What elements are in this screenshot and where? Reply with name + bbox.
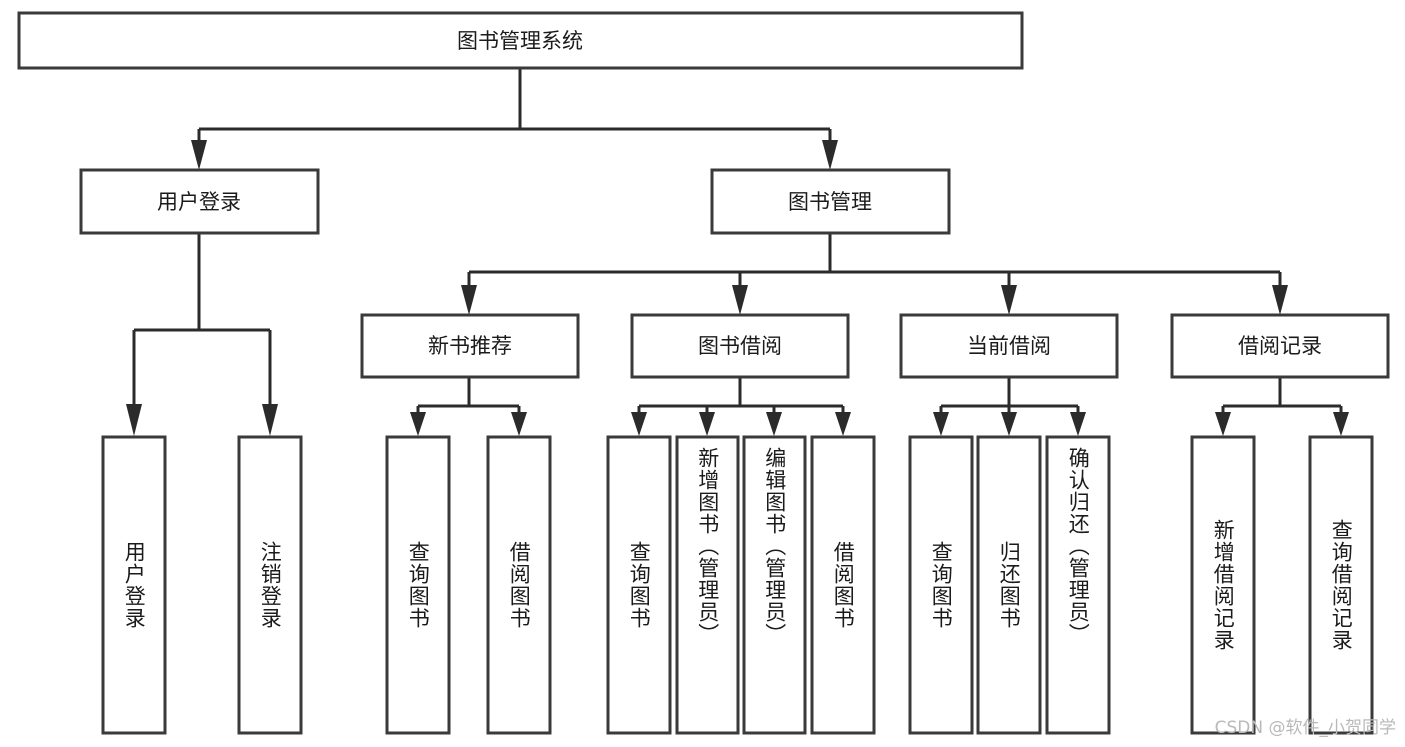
- leaf-current-borrow-2-box[interactable]: [976, 435, 1042, 735]
- leaf-book-borrow-4-box[interactable]: [810, 435, 876, 735]
- leaf-current-borrow-1-box[interactable]: [908, 435, 974, 735]
- node-root-label: 图书管理系统: [457, 29, 583, 53]
- arrow-bookborrow-leaf-1: [631, 412, 647, 436]
- arrow-currentborrow-leaf-1: [933, 412, 949, 436]
- arrow-bookborrow-leaf-4: [835, 412, 851, 436]
- leaf-user-login-2-box[interactable]: [237, 435, 303, 735]
- leaf-user-login-1-box[interactable]: [101, 435, 167, 735]
- node-borrow-record-label: 借阅记录: [1238, 334, 1322, 358]
- node-root-box[interactable]: [17, 11, 1024, 70]
- node-book-manage-box[interactable]: [710, 168, 951, 235]
- watermark-label: CSDN @软件_小贺同学: [1215, 718, 1396, 738]
- arrow-bookborrow-leaf-2: [699, 412, 715, 436]
- arrow-to-current-borrow: [1001, 285, 1017, 315]
- arrow-to-user-login: [191, 140, 207, 170]
- arrow-newbook-leaf-2: [511, 412, 527, 436]
- node-book-borrow-box[interactable]: [630, 313, 850, 379]
- node-current-borrow-label: 当前借阅: [967, 334, 1051, 358]
- arrow-to-borrow-record: [1272, 285, 1288, 315]
- leaf-new-book-1-box[interactable]: [385, 435, 451, 735]
- node-user-login-label: 用户登录: [157, 190, 241, 214]
- node-borrow-record-box[interactable]: [1170, 313, 1390, 379]
- node-new-book-label: 新书推荐: [428, 334, 512, 358]
- arrow-to-book-borrow: [732, 285, 748, 315]
- node-layer: 图书管理系统 用户登录 图书管理 新书推荐 图书借阅 当前借阅 借阅记录: [17, 11, 1390, 735]
- arrow-borrowrecord-leaf-2: [1333, 412, 1349, 436]
- arrow-userlogin-leaf-1: [126, 404, 142, 436]
- leaf-new-book-2-box[interactable]: [486, 435, 552, 735]
- arrow-to-book-manage: [822, 140, 838, 170]
- arrow-currentborrow-leaf-2: [1001, 412, 1017, 436]
- arrow-newbook-leaf-1: [410, 412, 426, 436]
- arrow-userlogin-leaf-2: [262, 404, 278, 436]
- leaf-book-borrow-2-box[interactable]: [675, 435, 740, 735]
- node-new-book-box[interactable]: [360, 313, 580, 379]
- leaf-book-borrow-1-box[interactable]: [606, 435, 672, 735]
- node-user-login-box[interactable]: [79, 168, 320, 235]
- node-book-manage-label: 图书管理: [788, 190, 872, 214]
- arrow-borrowrecord-leaf-1: [1215, 412, 1231, 436]
- arrow-to-new-book: [461, 285, 477, 315]
- leaf-borrow-record-1-box[interactable]: [1190, 435, 1256, 735]
- arrow-currentborrow-leaf-3: [1070, 412, 1086, 436]
- leaf-book-borrow-3-box[interactable]: [742, 435, 807, 735]
- node-current-borrow-box[interactable]: [899, 313, 1119, 379]
- leaf-current-borrow-3-box[interactable]: [1045, 435, 1111, 735]
- arrow-bookborrow-leaf-3: [766, 412, 782, 436]
- node-book-borrow-label: 图书借阅: [698, 334, 782, 358]
- connector-layer: [126, 68, 1349, 436]
- leaf-borrow-record-2-box[interactable]: [1308, 435, 1374, 735]
